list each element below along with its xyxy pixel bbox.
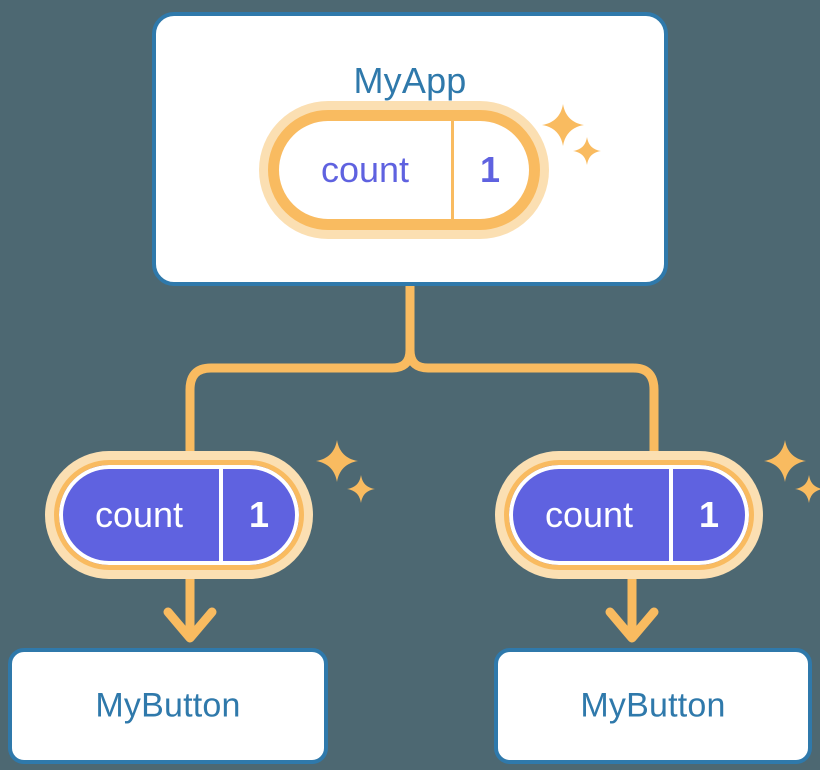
arrow-down-icon bbox=[163, 607, 217, 643]
branch-connector-icon bbox=[405, 345, 659, 465]
page-title: MyApp bbox=[353, 60, 467, 101]
state-divider bbox=[669, 469, 673, 561]
state-pill-right[interactable]: count 1 bbox=[504, 440, 820, 570]
component-card-label: MyButton bbox=[95, 686, 241, 725]
state-value-label: 1 bbox=[248, 494, 270, 535]
state-value-label: 1 bbox=[698, 494, 720, 535]
branch-connector-icon bbox=[185, 281, 415, 465]
component-card-mybutton-left[interactable]: MyButton bbox=[8, 648, 328, 764]
state-key-label: count bbox=[544, 494, 634, 535]
state-pill-myapp[interactable]: count 1 bbox=[268, 104, 601, 230]
state-divider bbox=[451, 121, 454, 219]
state-divider bbox=[219, 469, 223, 561]
state-key-label: count bbox=[320, 149, 410, 190]
state-value-label: 1 bbox=[479, 149, 501, 190]
state-key-label: count bbox=[94, 494, 184, 535]
component-card-mybutton-right[interactable]: MyButton bbox=[494, 648, 812, 764]
component-card-label: MyButton bbox=[580, 686, 726, 725]
arrow-down-icon bbox=[605, 607, 659, 643]
state-pill-left[interactable]: count 1 bbox=[54, 440, 375, 570]
